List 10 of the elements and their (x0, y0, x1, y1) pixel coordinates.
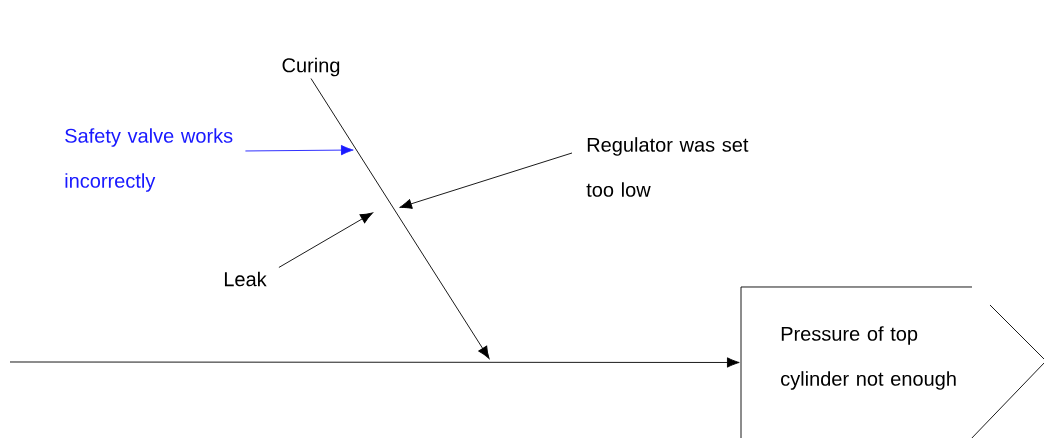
cause-text: Leak (224, 271, 267, 287)
arrow (399, 152, 573, 209)
spine-arrow (9, 357, 740, 368)
arrow (244, 144, 354, 156)
bone-label: Curing (282, 57, 340, 77)
effect-box: Pressure of top cylinder not enough (740, 286, 1044, 438)
bone-arrow (310, 78, 490, 359)
cause-text: Regulator was set too low (586, 137, 749, 197)
arrow (278, 212, 373, 268)
cause-text: Safety valve works incorrectly (65, 128, 233, 192)
